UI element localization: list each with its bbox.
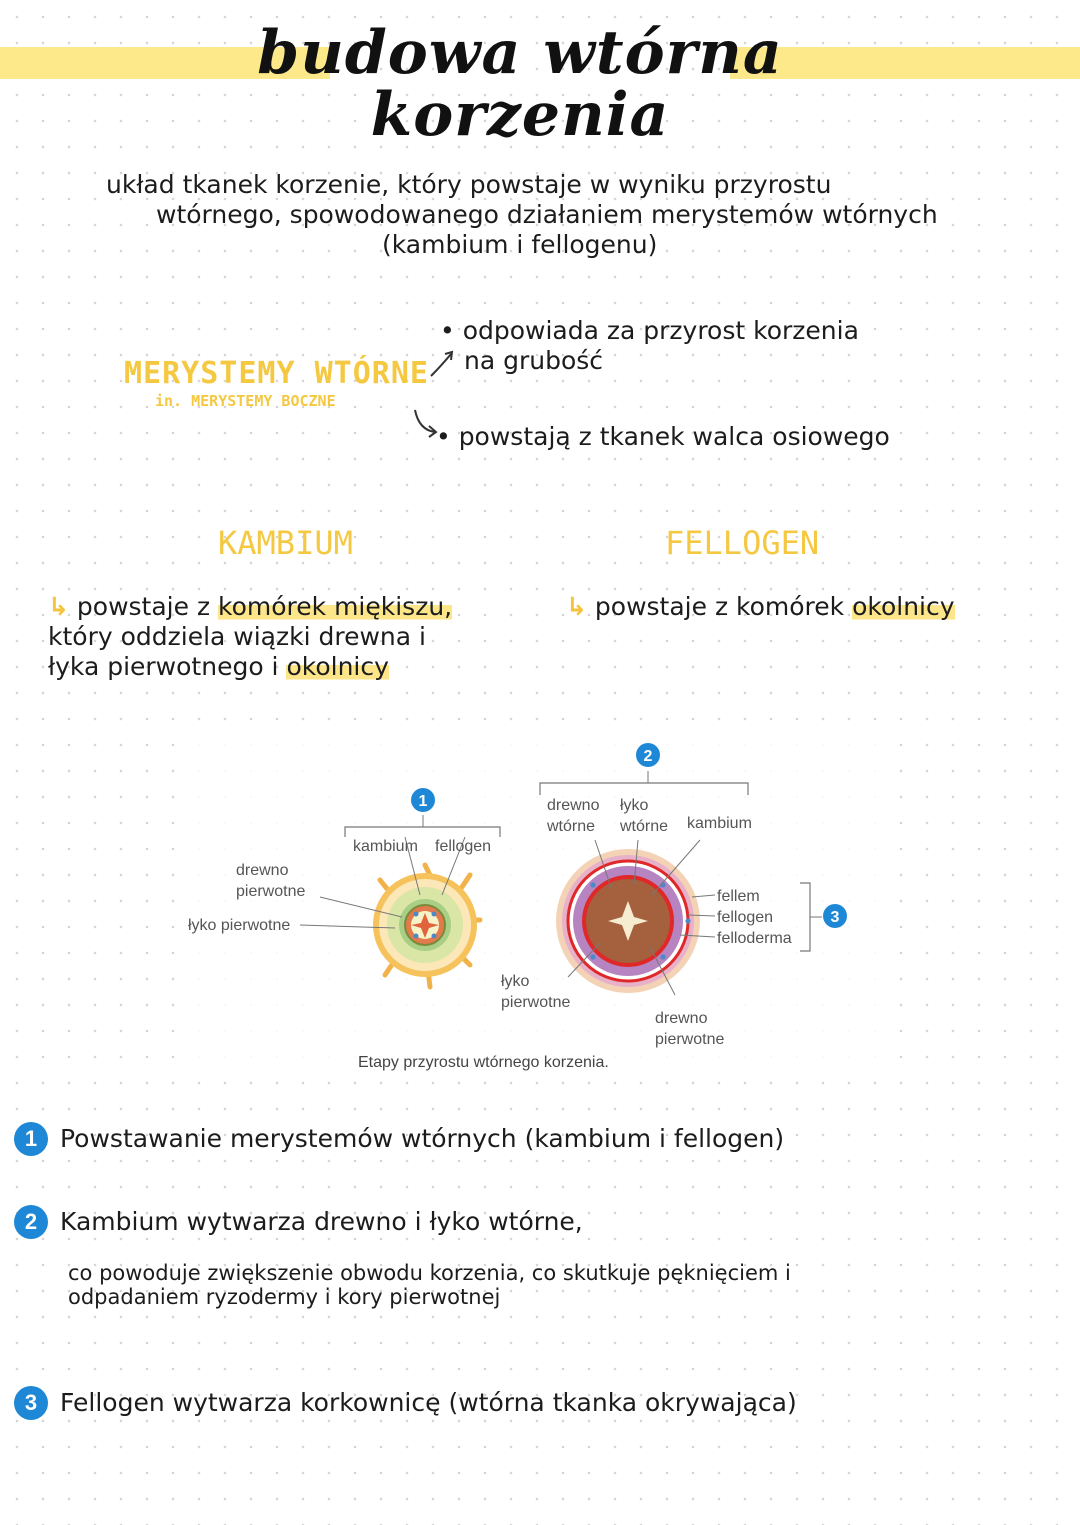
note-2: 2 Kambium wytwarza drewno i łyko wtórne,… <box>14 1205 791 1309</box>
stage2-fellogen-label: fellogen <box>717 909 773 926</box>
kambium-line-3: łyka pierwotnego i okolnicy <box>48 652 548 682</box>
stage2-wtorne-a-label: wtórne <box>546 818 595 835</box>
note-3: 3 Fellogen wytwarza korkownicę (wtórna t… <box>14 1386 797 1420</box>
note-2-text-2: co powoduje zwiększenie obwodu korzenia,… <box>68 1261 791 1285</box>
figure-badge-2: 2 <box>644 748 653 765</box>
stage2-lyko-label: łyko <box>620 797 649 814</box>
root-growth-figure: 1 kambium fellogen drewno pierwotne łyko… <box>180 725 880 1075</box>
title-highlight-left <box>0 47 330 79</box>
figure-badge-1-icon <box>411 788 435 812</box>
stage1-fellogen-label: fellogen <box>435 838 491 855</box>
intro-line-3: (kambium i fellogenu) <box>382 230 658 259</box>
figure-badge-3: 3 <box>831 909 840 926</box>
meristems-point-1-line-1: • odpowiada za przyrost korzenia <box>440 316 859 345</box>
kambium-line-1: ↳ powstaje z komórek miękiszu, <box>48 592 548 622</box>
kambium-highlight-1: komórek miękiszu, <box>218 592 453 621</box>
fellogen-description: ↳ powstaje z komórek okolnicy <box>566 592 955 622</box>
stage-1-diagram: 1 kambium fellogen drewno pierwotne łyko… <box>188 788 501 990</box>
meristems-subheading: in. MERYSTEMY BOCZNE <box>155 392 336 410</box>
stage2-pierwotne-a-label: pierwotne <box>501 994 570 1011</box>
figure-caption: Etapy przyrostu wtórnego korzenia. <box>358 1054 609 1071</box>
stage2-lyko-p-label: łyko <box>501 973 530 990</box>
stage2-drewno-p-label: drewno <box>655 1010 708 1027</box>
title-highlight-right <box>730 47 1080 79</box>
page-title: budowa wtórna korzenia <box>240 22 800 146</box>
yellow-arrow-icon: ↳ <box>48 592 69 621</box>
stage1-lyko-label: łyko pierwotne <box>188 917 290 934</box>
stage2-drewno-label: drewno <box>547 797 600 814</box>
note-1-text: Powstawanie merystemów wtórnych (kambium… <box>60 1124 785 1153</box>
stage2-wtorne-b-label: wtórne <box>619 818 668 835</box>
kambium-line-2: który oddziela wiązki drewna i <box>48 622 426 651</box>
kambium-description: ↳ powstaje z komórek miękiszu, który odd… <box>48 592 548 682</box>
note-3-text: Fellogen wytwarza korkownicę (wtórna tka… <box>60 1388 797 1417</box>
note-2-text: Kambium wytwarza drewno i łyko wtórne, <box>60 1207 583 1236</box>
stage2-pierwotne-b-label: pierwotne <box>655 1031 724 1048</box>
yellow-arrow-icon: ↳ <box>566 592 587 621</box>
stage1-pierwotne-label: pierwotne <box>236 883 305 900</box>
title-line-1: budowa wtórna <box>257 18 783 88</box>
number-1-badge: 1 <box>14 1122 48 1156</box>
stage2-felloderma-label: felloderma <box>717 930 792 947</box>
stage2-kambium-label: kambium <box>687 815 752 832</box>
kambium-heading: KAMBIUM <box>218 524 353 562</box>
figure-badge-1: 1 <box>419 793 428 810</box>
meristems-heading: MERYSTEMY WTÓRNE <box>124 356 429 391</box>
kambium-highlight-2: okolnicy <box>286 652 389 681</box>
fellogen-text-pre: powstaje z komórek <box>594 592 853 621</box>
intro-line-1: układ tkanek korzenie, który powstaje w … <box>106 170 832 199</box>
meristems-point-1-line-2: na grubość <box>464 346 604 375</box>
note-1: 1 Powstawanie merystemów wtórnych (kambi… <box>14 1122 784 1156</box>
figure-badge-3-icon <box>823 904 847 928</box>
intro-definition: układ tkanek korzenie, który powstaje w … <box>100 170 1000 260</box>
note-2-text-3: odpadaniem ryzodermy i kory pierwotnej <box>68 1285 501 1309</box>
meristems-point-2: • powstają z tkanek walca osiowego <box>436 422 890 451</box>
intro-line-2: wtórnego, spowodowanego działaniem merys… <box>156 200 938 229</box>
fellogen-heading: FELLOGEN <box>665 524 820 562</box>
title-line-2: korzenia <box>370 80 670 150</box>
stage1-kambium-label: kambium <box>353 838 418 855</box>
stage-2-diagram: 2 drewno wtórne łyko wtórne kambium fell… <box>501 743 847 1048</box>
stage1-drewno-label: drewno <box>236 862 289 879</box>
meristems-point-1: • odpowiada za przyrost korzenia na grub… <box>440 316 859 376</box>
number-3-badge: 3 <box>14 1386 48 1420</box>
number-2-badge: 2 <box>14 1205 48 1239</box>
kambium-text-pre: powstaje z <box>76 592 219 621</box>
kambium-line-3-pre: łyka pierwotnego i <box>48 652 287 681</box>
stage2-fellem-label: fellem <box>717 888 760 905</box>
figure-badge-2-icon <box>636 743 660 767</box>
fellogen-highlight: okolnicy <box>852 592 955 621</box>
meristems-branch-arrows <box>414 350 454 438</box>
